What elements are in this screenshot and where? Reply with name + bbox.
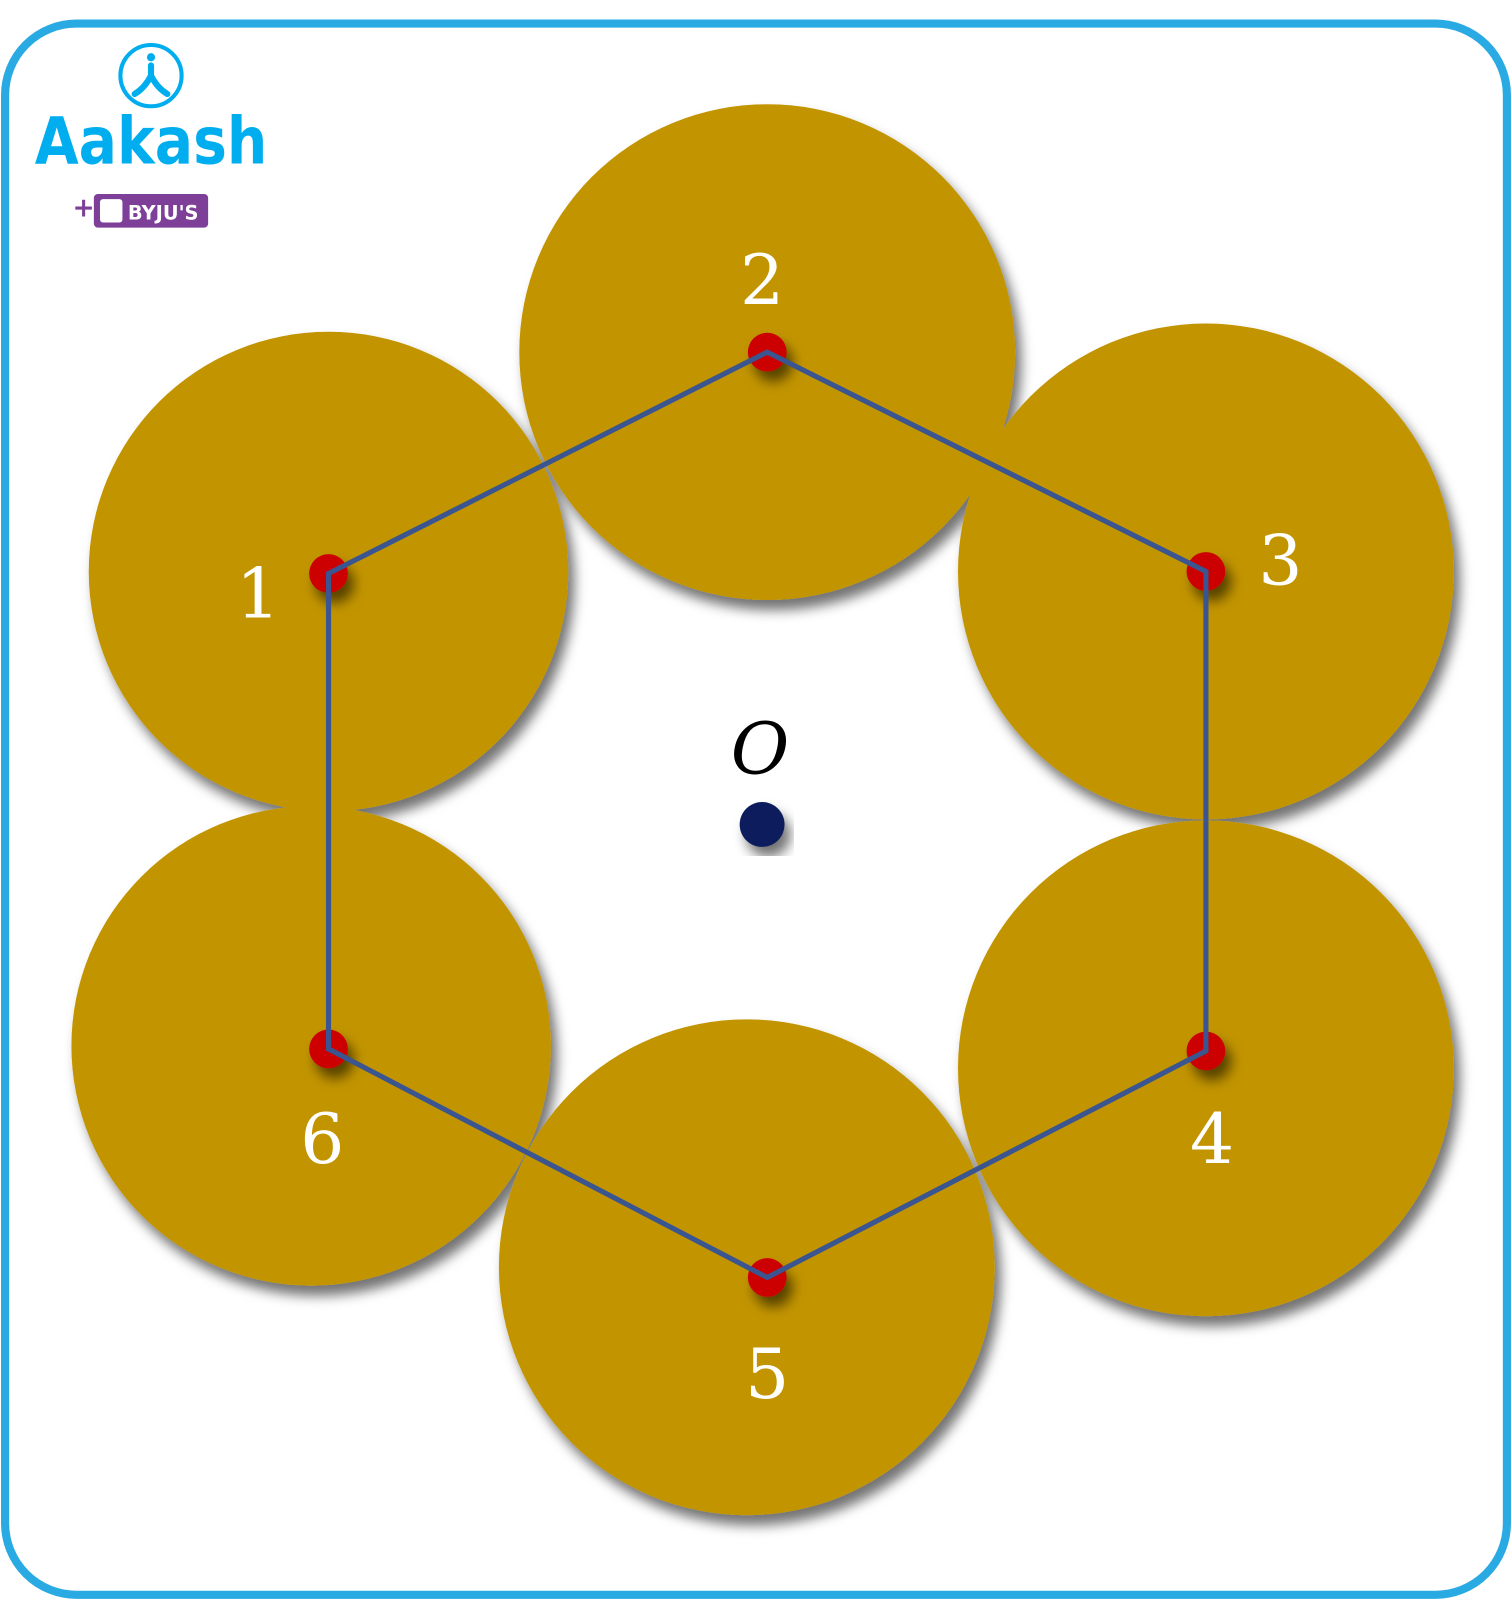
node-label-2: 2 [740, 241, 784, 321]
aakash-person-icon [118, 42, 184, 109]
node-label-5: 5 [745, 1335, 789, 1415]
node-label-4: 4 [1190, 1100, 1234, 1180]
center-label: O [731, 707, 790, 790]
aakash-byjus-logo: Aakash + BYJU'S [35, 42, 268, 228]
node-label-1: 1 [236, 554, 280, 634]
node-label-3: 3 [1258, 522, 1302, 602]
hexagon-outline [325, 349, 1209, 1281]
node-label-6: 6 [300, 1100, 344, 1180]
logo-partner-text: BYJU'S [128, 201, 199, 224]
center-dot [739, 802, 785, 847]
plus-icon: + [73, 192, 95, 223]
logo-brand-text: Aakash [35, 103, 268, 179]
